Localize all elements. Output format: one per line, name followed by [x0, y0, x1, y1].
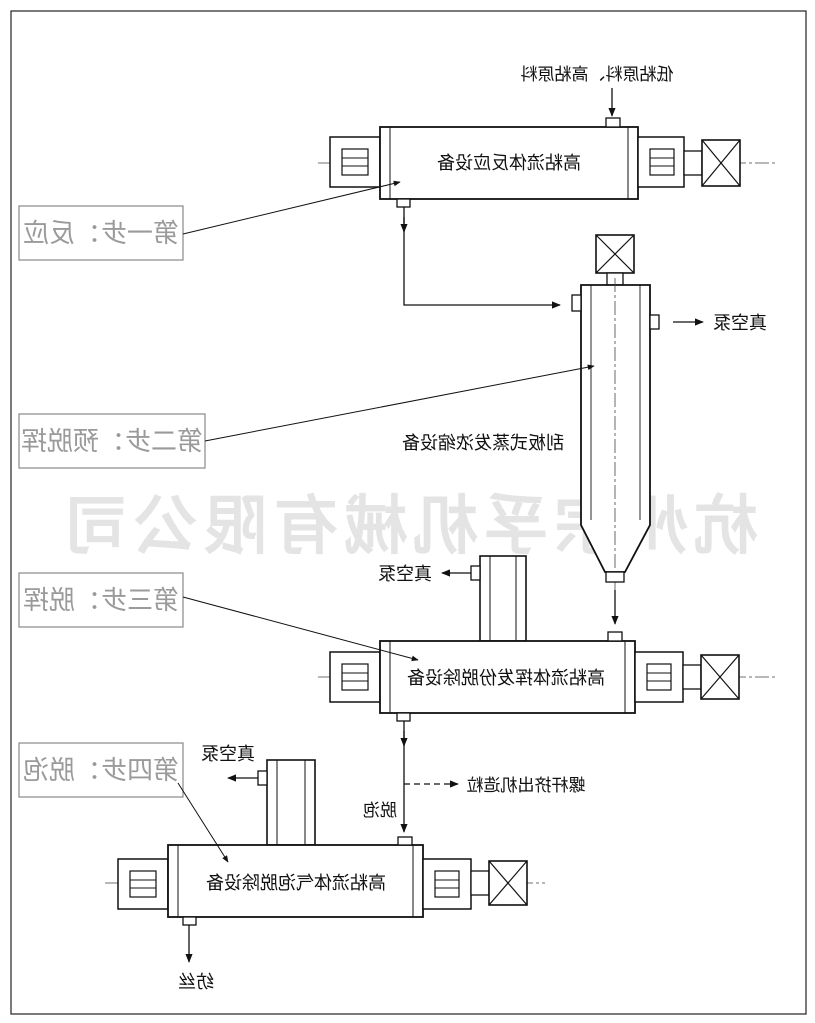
devolatilizer-vacuum-label: 真空泵	[378, 564, 432, 585]
evaporator-label: 刮板式蒸发浓缩设备	[402, 433, 564, 454]
evaporator-outlet-nozzle	[605, 571, 625, 583]
step-1-leader	[182, 180, 401, 235]
step-3-box: 第三步：脱挥	[18, 572, 184, 628]
devolatilizer-vapor-dome	[479, 555, 527, 642]
reactor-feed-nozzle	[605, 117, 621, 128]
devolatilizer-label: 高粘流体挥发份脱除设备	[407, 668, 605, 689]
spinning-label: 纺丝	[178, 972, 214, 993]
degasser-unit: 高粘流体气泡脱除设备	[105, 759, 545, 926]
degasser-body	[167, 844, 424, 918]
step-2-label: 第二步：预脱挥	[21, 427, 203, 457]
degasser-label: 高粘流体气泡脱除设备	[206, 873, 386, 894]
degasser-vapor-dome	[266, 759, 316, 846]
evaporator-body	[580, 284, 651, 573]
reactor-body	[379, 126, 639, 200]
degasser-vacuum-label: 真空泵	[201, 744, 255, 765]
step-2-leader	[204, 364, 595, 442]
step-4-label: 第四步：脱泡	[23, 756, 179, 786]
step-1-label: 第一步：反应	[23, 219, 179, 249]
reactor-to-evaporator-line	[403, 207, 561, 309]
extruder-label: 螺杆挤出机造粒	[467, 776, 586, 796]
degassing-label: 脱泡	[363, 801, 397, 821]
reactor-coupling	[683, 150, 703, 176]
evaporator-unit: 刮板式蒸发浓缩设备	[402, 234, 660, 595]
evaporator-vacuum-label: 真空泵	[713, 313, 767, 334]
step-2-box: 第二步：预脱挥	[18, 413, 206, 469]
reactor-label: 高粘流体反应设备	[437, 153, 581, 174]
watermark-text: 杭州宗孚机械有限公司	[58, 490, 758, 564]
feed-label: 低粘原料、高粘原料	[521, 65, 674, 85]
reactor-outlet-nozzle	[396, 198, 411, 208]
devolatilizer-body	[379, 640, 636, 714]
step-4-box: 第四步：脱泡	[18, 742, 184, 798]
step-4-leader	[177, 782, 229, 863]
step-1-box: 第一步：反应	[18, 205, 184, 261]
evaporator-inlet-nozzle	[571, 294, 582, 312]
step-3-label: 第三步：脱挥	[23, 586, 179, 616]
devolatilizer-unit: 高粘流体挥发份脱除设备	[318, 555, 778, 722]
step-3-leader	[182, 596, 419, 662]
reactor-unit: 高粘流体反应设备	[318, 117, 778, 208]
evaporator-vacuum-nozzle	[649, 314, 660, 330]
diagram-border	[10, 10, 807, 1015]
